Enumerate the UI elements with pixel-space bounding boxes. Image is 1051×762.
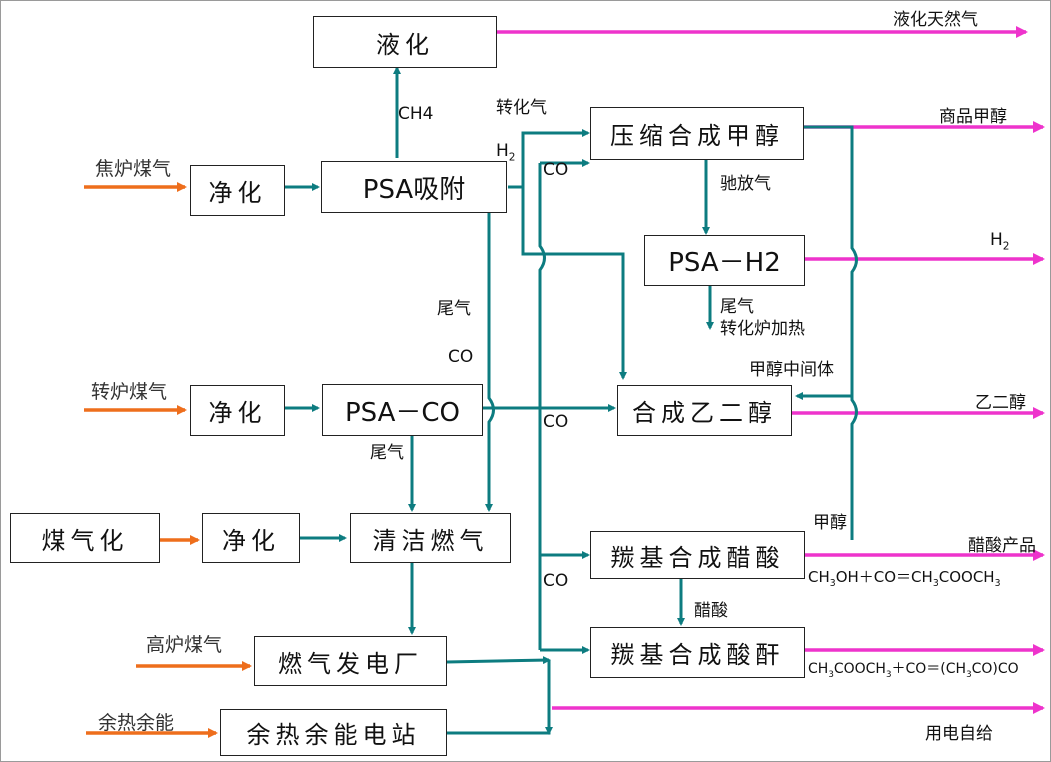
liquefy-box: 液化 (313, 16, 497, 68)
equation-acetic: CH3OH＋CO＝CH3COOCH3 (808, 566, 1001, 589)
purge-gas-label: 驰放气 (720, 174, 771, 194)
eq2-sub-b: 3 (885, 669, 892, 680)
eq1-part-c: COOCH (938, 568, 995, 586)
waste-heat-station-box: 余热余能电站 (220, 709, 447, 756)
h2-flow-subscript: 2 (508, 151, 516, 164)
psa-co-box: PSA－CO (322, 384, 483, 436)
h2-flow-label: H2 (496, 141, 516, 163)
blast-furnace-gas-label: 高炉煤气 (146, 634, 223, 656)
h2-product-symbol: H (990, 230, 1003, 250)
psa-h2-box: PSA－H2 (644, 235, 805, 286)
arrow-h2-to-methanol (508, 129, 590, 189)
converter-gas-label: 转炉煤气 (91, 381, 168, 403)
arrow-tail-gas-to-clean-gas (485, 213, 495, 512)
arrow-power-plant-out (446, 656, 551, 665)
lng-product-label: 液化天然气 (893, 10, 978, 30)
methanol-product-label: 商品甲醇 (939, 107, 1007, 127)
eq2-sub-a: 3 (828, 669, 834, 680)
methanol-trunk-line (804, 125, 858, 540)
purify-box-3: 净化 (202, 513, 300, 563)
eq2-part-b: COOCH (833, 661, 886, 677)
purify-box-1: 净化 (190, 165, 285, 216)
acetic-product-label: 醋酸产品 (968, 536, 1036, 556)
ch4-label: CH4 (398, 104, 434, 124)
clean-gas-box: 清洁燃气 (350, 513, 511, 563)
eq2-part-c: ＋CO＝(CH (891, 661, 967, 677)
co-mid-label: CO (543, 412, 569, 432)
carbonyl-acetic-box: 羰基合成醋酸 (590, 531, 805, 579)
eq1-part-b: OH＋CO＝CH (835, 568, 933, 586)
co-bottom-label: CO (543, 571, 569, 591)
reformed-gas-label: 转化气 (496, 98, 547, 118)
eq2-part-a: CH (808, 661, 829, 677)
eq1-sub-a: 3 (829, 578, 836, 589)
co-trunk-line (538, 163, 546, 650)
co-top-label: CO (543, 160, 569, 180)
arrow-waste-heat-station-out (447, 660, 553, 735)
equation-anhydride: CH3COOCH3＋CO＝(CH3CO)CO (808, 658, 1049, 680)
eq2-sub-c: 3 (966, 669, 972, 680)
tail-gas-co-label: 尾气 (370, 443, 404, 463)
co-left-label: CO (448, 347, 474, 367)
coke-oven-gas-label: 焦炉煤气 (95, 158, 172, 180)
carbonyl-anhydride-box: 羰基合成酸酐 (590, 627, 805, 678)
eq1-part-a: CH (808, 568, 830, 586)
eq1-sub-b: 3 (932, 578, 939, 589)
methanol-flow-label: 甲醇 (813, 513, 847, 533)
h2-flow-symbol: H (496, 141, 509, 161)
compress-methanol-box: 压缩合成甲醇 (590, 107, 804, 160)
ethylene-glycol-box: 合成乙二醇 (617, 385, 792, 436)
coal-gasification-box: 煤气化 (10, 513, 160, 563)
ethylene-glycol-product-label: 乙二醇 (975, 393, 1026, 413)
tail-gas-h2-label: 尾气 (720, 297, 754, 317)
h2-product-label: H2 (990, 230, 1010, 252)
tail-gas-left-label: 尾气 (437, 299, 471, 319)
methanol-intermediate-label: 甲醇中间体 (749, 360, 834, 380)
arrow-h2-to-glycol (521, 187, 627, 380)
h2-product-subscript: 2 (1002, 240, 1010, 253)
eq2-part-d: CO)CO (971, 661, 1019, 677)
self-power-label: 用电自给 (925, 724, 993, 744)
psa-adsorption-box: PSA吸附 (321, 161, 507, 213)
reformer-heat-label: 转化炉加热 (720, 319, 805, 339)
acetic-flow-label: 醋酸 (694, 601, 728, 621)
eq1-sub-c: 3 (994, 578, 1001, 589)
purify-box-2: 净化 (190, 385, 285, 436)
waste-heat-label: 余热余能 (98, 712, 175, 734)
power-plant-box: 燃气发电厂 (254, 636, 447, 686)
